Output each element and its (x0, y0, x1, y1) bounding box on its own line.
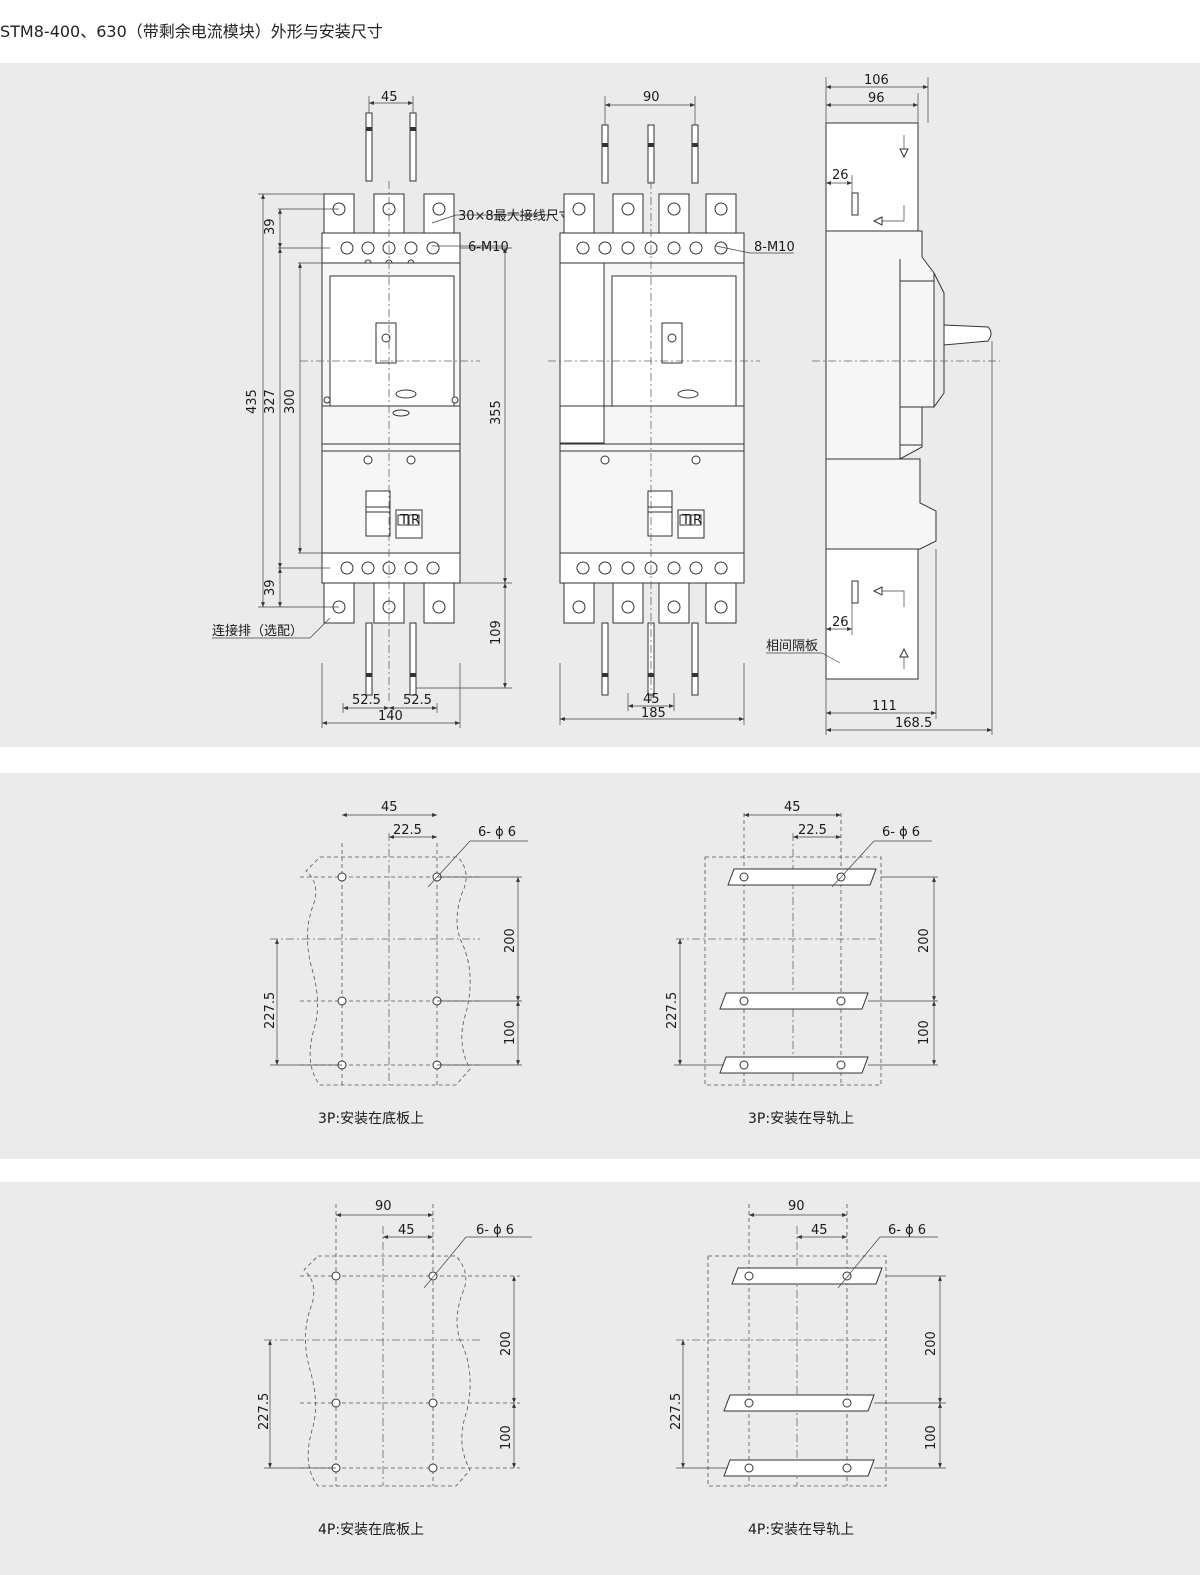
caption-3p-base: 3P:安装在底板上 (318, 1111, 424, 1127)
dim-45-4p-base: 45 (398, 1223, 415, 1238)
holes-3p-base: 6- ϕ 6 (478, 825, 516, 840)
dim-52-5-left: 52.5 (352, 693, 381, 708)
dim-26-top: 26 (832, 168, 849, 183)
page-title: STM8-400、630（带剩余电流模块）外形与安装尺寸 (0, 22, 383, 41)
dim-355: 355 (489, 400, 504, 425)
front-view-3p: T R 45 (212, 90, 572, 728)
dim-185: 185 (641, 706, 666, 721)
caption-4p-base: 4P:安装在底板上 (318, 1522, 424, 1538)
dim-96: 96 (868, 91, 885, 106)
dim-22-5-3p-rail: 22.5 (798, 823, 827, 838)
tr-label-t: T (399, 513, 408, 528)
dim-227-5-4p-base: 227.5 (257, 1393, 272, 1430)
outline-dimensions-panel: T R 45 (0, 63, 1200, 747)
tr-label-r: R (411, 513, 420, 528)
dim-100-4p-rail: 100 (924, 1425, 939, 1450)
holes-4p-base: 6- ϕ 6 (476, 1223, 514, 1238)
tr-label-r-4p: R (693, 513, 702, 528)
dim-39-bottom: 39 (263, 579, 278, 596)
dim-200-4p-base: 200 (499, 1331, 514, 1356)
dim-22-5-3p-base: 22.5 (393, 823, 422, 838)
dim-168-5: 168.5 (895, 716, 932, 731)
dim-100-3p-rail: 100 (917, 1020, 932, 1045)
caption-3p-rail: 3P:安装在导轨上 (748, 1111, 854, 1127)
dim-227-5-4p-rail: 227.5 (669, 1393, 684, 1430)
dim-45-3p-base: 45 (381, 800, 398, 815)
dim-200-4p-rail: 200 (924, 1331, 939, 1356)
outline-drawing: T R 45 (212, 73, 1000, 735)
dim-45-4p: 45 (643, 692, 660, 707)
dim-200-3p-base: 200 (503, 928, 518, 953)
note-max-wire-size: 30×8最大接线尺寸 (458, 208, 572, 224)
note-8-m10: 8-M10 (754, 240, 795, 255)
dim-435: 435 (245, 389, 260, 414)
dim-45-3p-rail: 45 (784, 800, 801, 815)
dim-227-5-3p-base: 227.5 (263, 992, 278, 1029)
dim-327: 327 (263, 389, 278, 414)
mounting-3p-panel: 45 22.5 6- ϕ 6 200 100 227.5 3P:安装在底板上 (0, 773, 1200, 1159)
dim-106: 106 (864, 73, 889, 88)
mounting-4p-rail: 90 45 6- ϕ 6 200 100 227.5 4P:安装在导轨上 (669, 1199, 946, 1538)
mounting-4p-base: 90 45 6- ϕ 6 200 100 227.5 4P:安装在底板上 (257, 1199, 532, 1538)
dim-90-4p-base: 90 (375, 1199, 392, 1214)
dim-300: 300 (283, 389, 298, 414)
dim-45-4p-rail: 45 (811, 1223, 828, 1238)
caption-4p-rail: 4P:安装在导轨上 (748, 1522, 854, 1538)
dim-90: 90 (643, 90, 660, 105)
dim-100-3p-base: 100 (503, 1020, 518, 1045)
dim-200-3p-rail: 200 (917, 928, 932, 953)
note-phase-barrier: 相间隔板 (766, 639, 818, 654)
mounting-3p-drawing: 45 22.5 6- ϕ 6 200 100 227.5 3P:安装在底板上 (263, 800, 938, 1127)
dim-109: 109 (489, 620, 504, 645)
note-busbar-optional: 连接排（选配） (212, 623, 303, 639)
dim-90-4p-rail: 90 (788, 1199, 805, 1214)
dim-111: 111 (872, 699, 897, 714)
note-6-m10: 6-M10 (468, 240, 509, 255)
dim-52-5-right: 52.5 (403, 693, 432, 708)
mounting-4p-panel: 90 45 6- ϕ 6 200 100 227.5 4P:安装在底板上 90 … (0, 1182, 1200, 1575)
mounting-3p-rail: 45 22.5 6- ϕ 6 200 100 227.5 3P:安装在导轨上 (665, 800, 938, 1127)
holes-3p-rail: 6- ϕ 6 (882, 825, 920, 840)
dim-26-bottom: 26 (832, 615, 849, 630)
holes-4p-rail: 6- ϕ 6 (888, 1223, 926, 1238)
mounting-3p-base: 45 22.5 6- ϕ 6 200 100 227.5 3P:安装在底板上 (263, 800, 528, 1127)
dim-39-top: 39 (263, 218, 278, 235)
dim-100-4p-base: 100 (499, 1425, 514, 1450)
dim-140: 140 (378, 709, 403, 724)
tr-label-t-4p: T (681, 513, 690, 528)
mounting-4p-drawing: 90 45 6- ϕ 6 200 100 227.5 4P:安装在底板上 90 … (257, 1199, 946, 1538)
side-view: 106 96 26 26 相间隔板 111 168.5 (766, 73, 1000, 735)
front-view-4p: T R 90 8-M10 (548, 90, 795, 725)
dim-227-5-3p-rail: 227.5 (665, 992, 680, 1029)
dim-45-top: 45 (381, 90, 398, 105)
